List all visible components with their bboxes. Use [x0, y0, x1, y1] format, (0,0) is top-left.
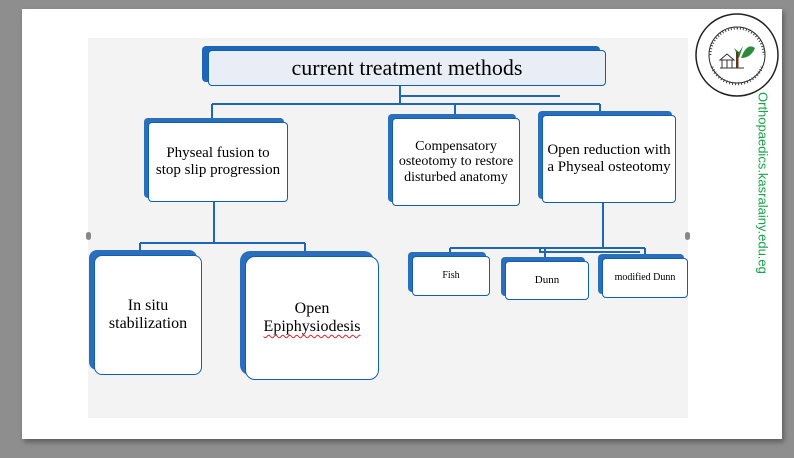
fish-box: Fish	[412, 256, 490, 296]
open-reduction-text: Open reduction with a Physeal osteotomy	[547, 141, 671, 175]
dunn-box: Dunn	[505, 261, 589, 300]
department-seal-logo	[695, 13, 779, 97]
physeal-fusion-text: Physeal fusion to stop slip progression	[155, 144, 281, 178]
connector-physeal	[139, 200, 306, 254]
website-url[interactable]: Orthopaedics.kasralainy.edu.eg	[755, 92, 771, 274]
open-epi-line2: Epiphysiodesis	[263, 318, 361, 335]
right-edge-marker	[685, 232, 690, 240]
open-reduction-box: Open reduction with a Physeal osteotomy	[542, 115, 676, 203]
in-situ-text: In situ stabilization	[108, 296, 188, 332]
physeal-fusion-box: Physeal fusion to stop slip progression	[148, 122, 288, 202]
connector-root-mid	[399, 95, 560, 104]
open-epiphysiodesis-text: Open Epiphysiodesis	[260, 298, 365, 339]
compensatory-osteotomy-box: Compensatory osteotomy to restore distur…	[392, 118, 520, 206]
diagram-title: current treatment methods	[291, 55, 523, 81]
compensatory-osteotomy-text: Compensatory osteotomy to restore distur…	[398, 138, 514, 185]
connector-open-reduction-2	[539, 248, 640, 253]
fish-text: Fish	[442, 270, 460, 282]
open-epi-line1: Open	[294, 299, 330, 317]
open-epiphysiodesis-box: Open Epiphysiodesis	[245, 256, 379, 380]
left-edge-marker	[86, 232, 91, 240]
modified-dunn-text: modified Dunn	[614, 272, 676, 284]
in-situ-box: In situ stabilization	[94, 255, 202, 375]
connector-open-reduction	[449, 201, 646, 259]
connector-root	[211, 84, 601, 120]
title-box: current treatment methods	[208, 50, 606, 86]
dunn-text: Dunn	[534, 274, 560, 287]
modified-dunn-box: modified Dunn	[602, 258, 688, 298]
